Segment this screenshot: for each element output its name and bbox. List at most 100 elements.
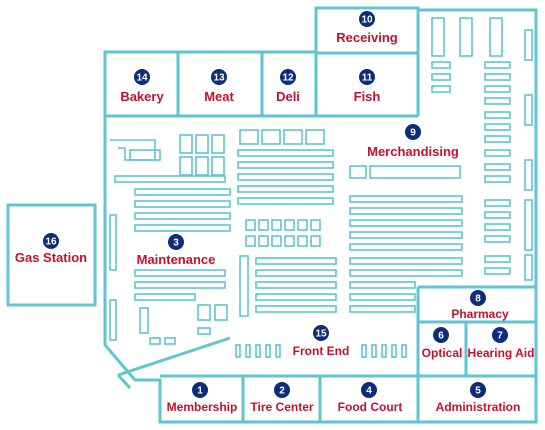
rack (484, 123, 511, 131)
marker-circle (492, 327, 508, 343)
department-gas-station[interactable]: 16 Gas Station (15, 233, 87, 265)
shelf (349, 305, 416, 313)
marker-circle (134, 69, 150, 85)
walls (6, 6, 538, 424)
rack (431, 73, 451, 81)
shelf (211, 156, 225, 176)
shelf (237, 161, 334, 169)
department-fish[interactable]: 11 Fish (354, 69, 381, 104)
register (235, 344, 241, 358)
shelf (134, 188, 231, 196)
shelf (237, 149, 334, 157)
department-number: 7 (497, 331, 503, 342)
department-optical[interactable]: 6 Optical (422, 327, 463, 360)
department-merchandising[interactable]: 9 Merchandising (367, 124, 459, 159)
shelf (297, 219, 308, 231)
shelf (297, 235, 308, 247)
shelf (305, 129, 325, 145)
department-label: Membership (167, 400, 238, 414)
shelf (109, 214, 117, 271)
marker-circle (211, 69, 227, 85)
shelf (134, 224, 231, 232)
rack (431, 85, 451, 93)
department-label: Hearing Aid (468, 346, 535, 360)
department-pharmacy[interactable]: 8 Pharmacy (451, 290, 509, 321)
shelf (310, 219, 321, 231)
shelf (134, 200, 231, 208)
shelf (258, 219, 269, 231)
marker-circle (361, 382, 377, 398)
shelf (258, 235, 269, 247)
department-number: 9 (410, 128, 416, 139)
department-number: 14 (136, 73, 148, 84)
shelf (255, 257, 337, 265)
shelf (134, 293, 196, 301)
register (371, 344, 377, 358)
department-meat[interactable]: 13 Meat (204, 69, 234, 104)
marker-circle (43, 233, 59, 249)
shelf (239, 129, 259, 145)
shelf (245, 235, 256, 247)
rack (524, 199, 533, 251)
fixtures (109, 17, 533, 358)
department-deli[interactable]: 12 Deli (276, 69, 300, 104)
rack (484, 85, 511, 93)
rack (524, 159, 533, 191)
shelf (197, 327, 211, 335)
rack (524, 254, 533, 281)
department-number: 12 (282, 73, 294, 84)
department-number: 5 (475, 386, 481, 397)
register (245, 344, 251, 358)
register (255, 344, 261, 358)
marker-circle (470, 290, 486, 306)
rack (484, 235, 511, 243)
department-bakery[interactable]: 14 Bakery (120, 69, 164, 104)
marker-circle (280, 69, 296, 85)
department-receiving[interactable]: 10 Receiving (336, 11, 398, 45)
rack (484, 175, 511, 183)
rack (484, 97, 511, 105)
department-label: Receiving (336, 30, 397, 45)
shelf (349, 165, 367, 179)
rack (484, 211, 511, 219)
marker-circle (470, 382, 486, 398)
marker-circle (274, 382, 290, 398)
rack (459, 17, 473, 57)
shelf (349, 269, 463, 277)
shelf (271, 219, 282, 231)
shelf (284, 235, 295, 247)
department-administration[interactable]: 5 Administration (436, 382, 521, 414)
department-hearing-aid[interactable]: 7 Hearing Aid (468, 327, 535, 360)
marker-circle (359, 69, 375, 85)
shelf (164, 337, 176, 345)
shelf (239, 255, 249, 317)
shelf (237, 173, 334, 181)
shelf (349, 243, 463, 251)
shelf (349, 231, 463, 239)
register (265, 344, 271, 358)
shelf (245, 219, 256, 231)
department-label: Food Court (338, 400, 403, 414)
shelf (349, 257, 463, 265)
register (361, 344, 367, 358)
department-front-end[interactable]: 15 Front End (293, 325, 350, 358)
shelf (349, 219, 463, 227)
department-food-court[interactable]: 4 Food Court (338, 382, 403, 414)
department-membership[interactable]: 1 Membership (167, 382, 238, 414)
department-label: Gas Station (15, 250, 87, 265)
rack (484, 255, 511, 263)
marker-circle (405, 124, 421, 140)
department-number: 1 (197, 386, 203, 397)
department-label: Pharmacy (451, 307, 509, 321)
marker-circle (192, 382, 208, 398)
rack (484, 223, 511, 231)
department-tire-center[interactable]: 2 Tire Center (250, 382, 314, 414)
shelf (139, 307, 149, 334)
department-number: 2 (279, 386, 285, 397)
department-number: 3 (173, 238, 179, 249)
department-maintenance[interactable]: 3 Maintenance (137, 234, 216, 267)
shelf (114, 175, 226, 183)
department-label: Administration (436, 400, 521, 414)
rack (484, 111, 511, 119)
